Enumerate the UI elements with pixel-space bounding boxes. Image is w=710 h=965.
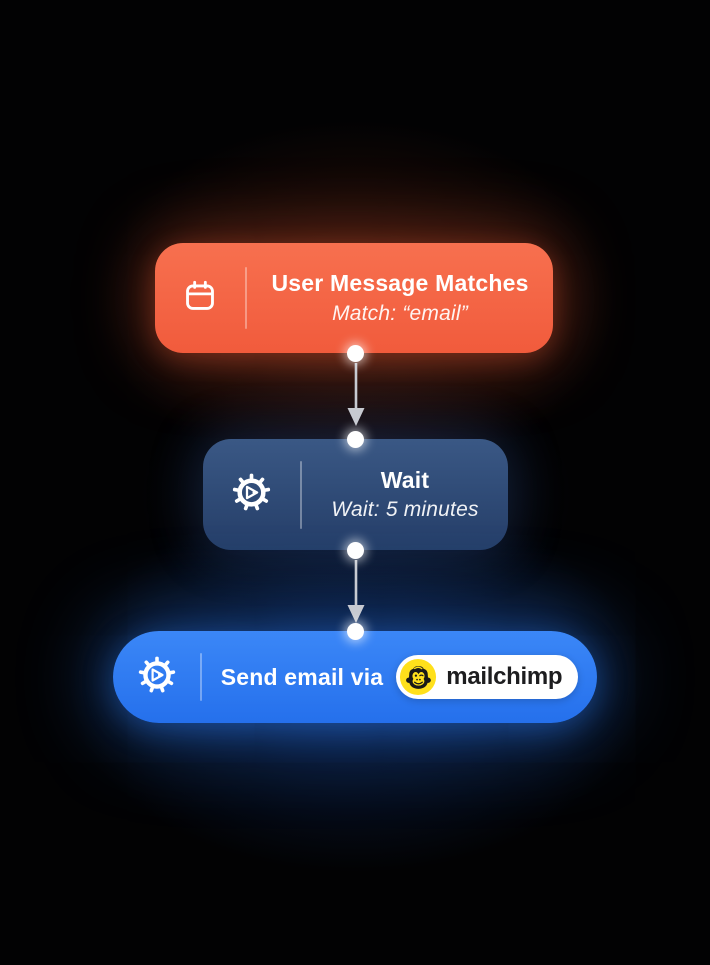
node-icon-zone	[113, 631, 200, 723]
node-title: Wait	[380, 466, 430, 493]
node-subtitle: Wait: 5 minutes	[331, 498, 479, 522]
port-in-wait[interactable]	[347, 430, 364, 448]
node-title: User Message Matches	[271, 270, 529, 297]
gear-play-icon	[229, 470, 274, 520]
gear-play-icon	[135, 653, 179, 702]
node-divider	[245, 267, 247, 329]
port-out-user-message-matches[interactable]	[347, 344, 364, 362]
port-in-send-email[interactable]	[347, 622, 364, 640]
calendar-icon	[181, 277, 219, 320]
node-icon-zone	[203, 439, 300, 550]
node-divider	[200, 653, 202, 701]
workflow-node-user-message-matches[interactable]: User Message Matches Match: “email”	[155, 243, 553, 353]
integration-badge: mailchimp	[396, 655, 579, 699]
connector-arrow-1	[347, 363, 365, 426]
node-title: Send email via	[220, 663, 384, 690]
mailchimp-freddie-icon	[399, 658, 437, 696]
integration-label: mailchimp	[446, 663, 563, 690]
node-divider	[300, 460, 302, 529]
workflow-node-wait[interactable]: Wait Wait: 5 minutes	[203, 439, 508, 550]
node-subtitle: Match: “email”	[332, 301, 468, 325]
node-icon-zone	[155, 243, 245, 353]
connector-arrow-2	[347, 560, 365, 623]
workflow-node-send-email[interactable]: Send email via	[113, 631, 597, 723]
port-out-wait[interactable]	[347, 541, 364, 559]
